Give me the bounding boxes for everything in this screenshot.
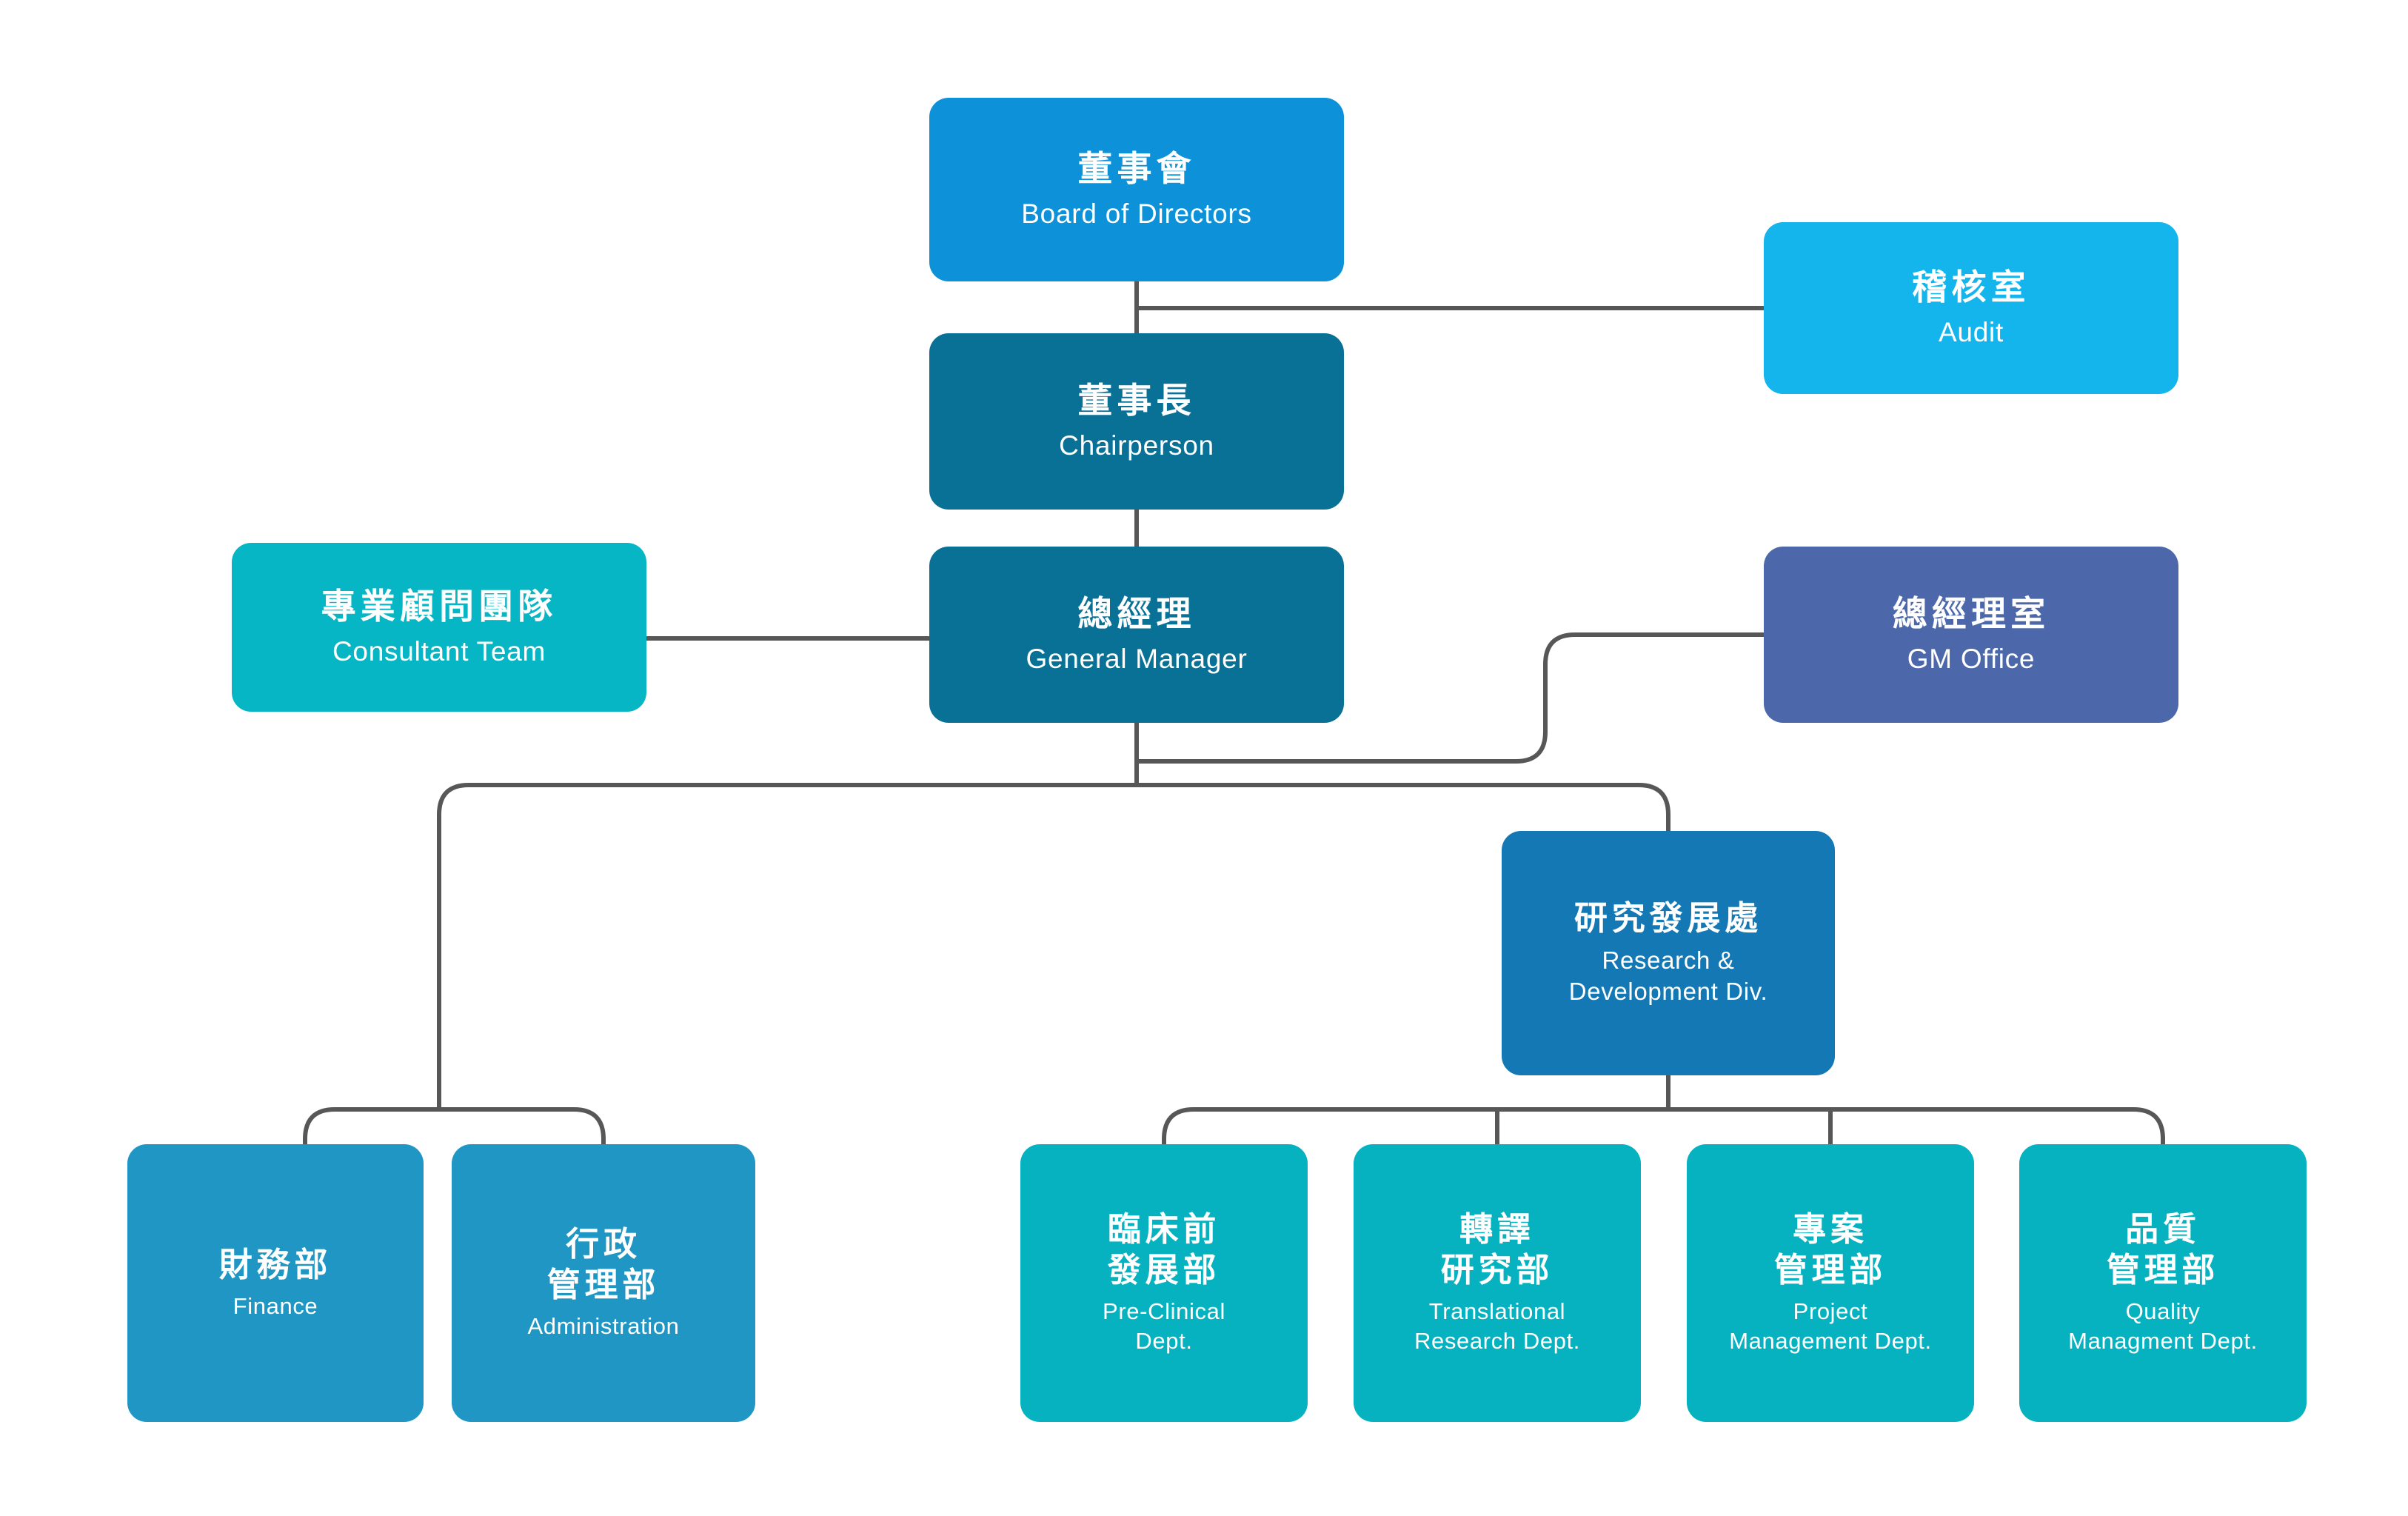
node-finance-dept[interactable]: 財務部 Finance [127, 1144, 424, 1422]
node-chairperson-cjk-label: 董事長 [1077, 381, 1196, 421]
node-administration-dept[interactable]: 行政 管理部 Administration [452, 1144, 755, 1422]
edge-gm-rnd [1137, 783, 1670, 831]
node-general-manager-en-label: General Manager [1026, 643, 1248, 674]
node-audit-en-label: Audit [1938, 316, 2004, 347]
node-project-en-label: Project Management Dept. [1729, 1298, 1932, 1355]
node-preclinical-cjk-label: 臨床前 發展部 [1107, 1210, 1221, 1289]
node-preclinical-development-dept[interactable]: 臨床前 發展部 Pre-Clinical Dept. [1020, 1144, 1308, 1422]
node-consultant-team-cjk-label: 專業顧問團隊 [321, 587, 558, 627]
node-board-of-directors[interactable]: 董事會 Board of Directors [929, 98, 1344, 281]
node-chairperson[interactable]: 董事長 Chairperson [929, 333, 1344, 510]
node-consultant-team-en-label: Consultant Team [332, 635, 546, 667]
node-board-cjk-label: 董事會 [1077, 149, 1196, 189]
edge-left-bus-horizontal [303, 1107, 606, 1144]
node-translational-research-dept[interactable]: 轉譯 研究部 Translational Research Dept. [1354, 1144, 1641, 1422]
node-rnd-cjk-label: 研究發展處 [1573, 898, 1763, 937]
node-quality-en-label: Quality Managment Dept. [2068, 1298, 2258, 1355]
node-chairperson-en-label: Chairperson [1059, 430, 1214, 461]
node-preclinical-en-label: Pre-Clinical Dept. [1103, 1298, 1225, 1355]
node-finance-en-label: Finance [233, 1292, 318, 1319]
node-quality-management-dept[interactable]: 品質 管理部 Quality Managment Dept. [2019, 1144, 2307, 1422]
edge-rnd-bus-horizontal [1162, 1107, 2165, 1144]
node-finance-cjk-label: 財務部 [218, 1245, 332, 1283]
node-translational-en-label: Translational Research Dept. [1414, 1298, 1581, 1355]
node-gm-office-cjk-label: 總經理室 [1892, 594, 2050, 634]
node-audit-cjk-label: 稽核室 [1912, 267, 2030, 307]
node-consultant-team[interactable]: 專業顧問團隊 Consultant Team [232, 543, 646, 712]
node-project-management-dept[interactable]: 專案 管理部 Project Management Dept. [1687, 1144, 1974, 1422]
node-gm-office-en-label: GM Office [1907, 643, 2036, 674]
node-administration-en-label: Administration [527, 1313, 680, 1340]
node-general-manager[interactable]: 總經理 General Manager [929, 547, 1344, 723]
node-project-cjk-label: 專案 管理部 [1773, 1210, 1887, 1289]
node-translational-cjk-label: 轉譯 研究部 [1440, 1210, 1554, 1289]
node-general-manager-cjk-label: 總經理 [1077, 594, 1196, 634]
node-quality-cjk-label: 品質 管理部 [2106, 1210, 2220, 1289]
node-audit[interactable]: 稽核室 Audit [1764, 222, 2178, 394]
edge-gm-left-bus [437, 783, 1137, 1109]
node-board-en-label: Board of Directors [1021, 198, 1252, 229]
node-rnd-en-label: Research & Development Div. [1568, 946, 1768, 1006]
node-research-development-div[interactable]: 研究發展處 Research & Development Div. [1502, 831, 1835, 1075]
node-gm-office[interactable]: 總經理室 GM Office [1764, 547, 2178, 723]
node-administration-cjk-label: 行政 管理部 [546, 1225, 660, 1304]
